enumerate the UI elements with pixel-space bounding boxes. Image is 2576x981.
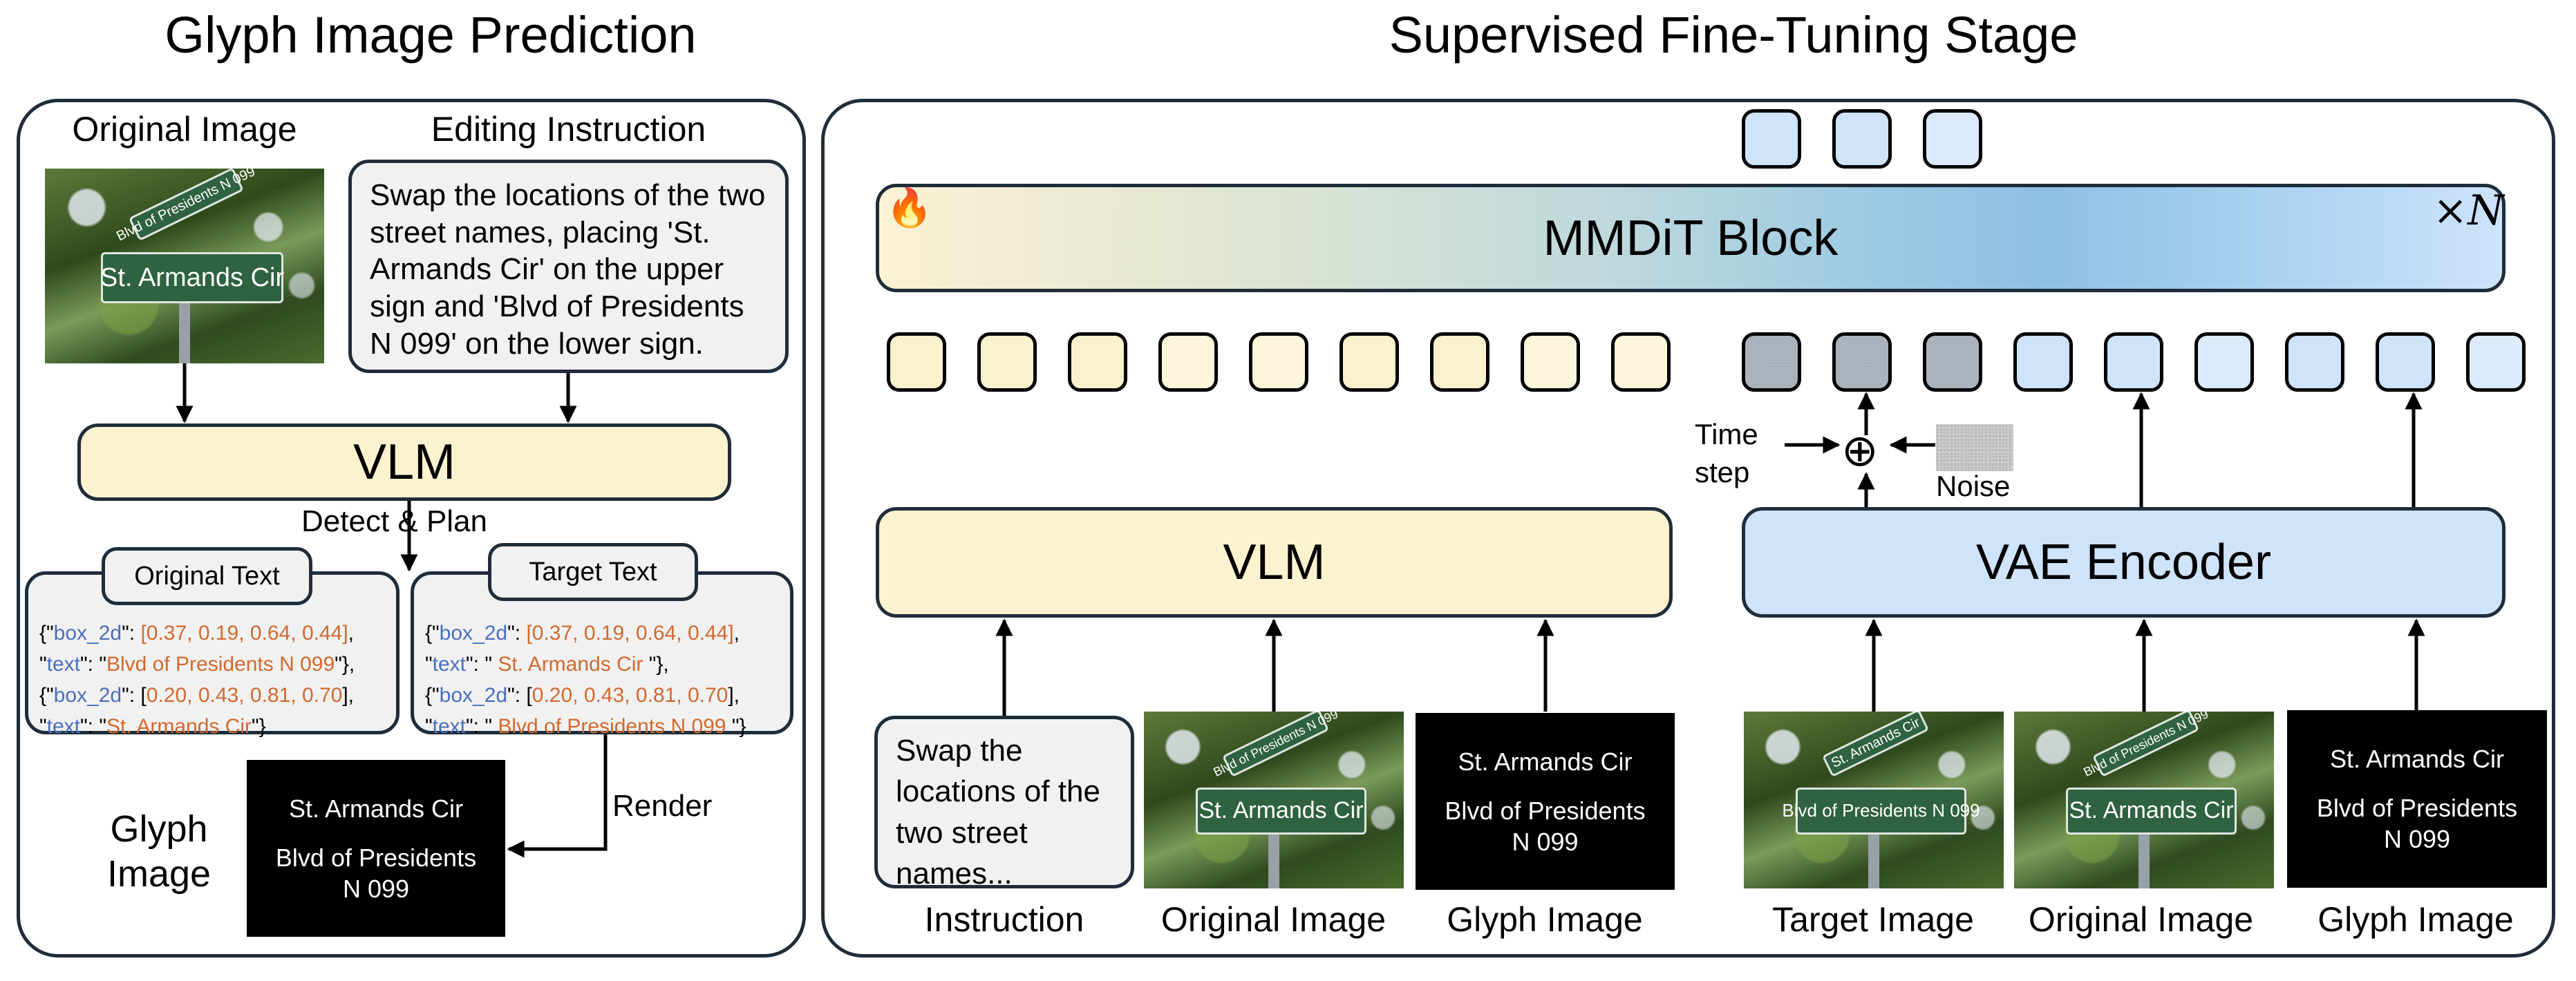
main-sign: St. Armands Cir: [2066, 788, 2237, 835]
json-line: "text": " Blvd of Presidents N 099 "}: [425, 715, 746, 738]
noise-label: Noise: [1936, 470, 2011, 502]
bottom-label-glyph-image-2: Glyph Image: [2318, 900, 2514, 939]
glyph-line: N 099: [1512, 827, 1579, 856]
glyph-line: St. Armands Cir: [2329, 745, 2505, 773]
json-value: 0.20, 0.43, 0.81, 0.70: [146, 684, 343, 707]
glyph-line: Blvd of Presidents: [2316, 794, 2518, 822]
json-value: 0.20, 0.43, 0.81, 0.70: [532, 684, 728, 707]
json-key: text: [432, 653, 467, 676]
target-text-json: {"box_2d": [0.37, 0.19, 0.64, 0.44], "te…: [420, 618, 752, 742]
glyph-line: N 099: [2383, 825, 2451, 853]
fire-icon: 🔥: [886, 187, 933, 229]
original-image-photo-right: Blvd of Presidents N 099 St. Armands Cir: [1144, 712, 1404, 888]
target-image-photo: St. Armands Cir Blvd of Presidents N 099: [1744, 712, 2004, 888]
original-text-json: {"box_2d": [0.37, 0.19, 0.64, 0.44], "te…: [34, 618, 360, 742]
json-key: text: [46, 715, 81, 738]
json-key: box_2d: [53, 622, 122, 645]
condition-latent-token: [2013, 332, 2073, 392]
output-token: [1923, 109, 1982, 169]
vlm-token: [977, 332, 1037, 392]
json-key: text: [46, 653, 81, 676]
json-line: {"box_2d": [0.37, 0.19, 0.64, 0.44],: [39, 622, 355, 645]
json-line: {"box_2d": [0.37, 0.19, 0.64, 0.44],: [425, 622, 740, 645]
bottom-label-original-image: Original Image: [1160, 900, 1386, 939]
json-key: box_2d: [439, 622, 508, 645]
bottom-label-instruction: Instruction: [924, 900, 1084, 939]
condition-latent-token: [2466, 332, 2526, 392]
condition-latent-token: [2194, 332, 2254, 392]
target-text-tab: Target Text: [488, 543, 698, 601]
condition-latent-token: [2104, 332, 2163, 392]
json-value: St. Armands Cir: [491, 653, 649, 676]
vlm-token: [1339, 332, 1399, 392]
json-value: Blvd of Presidents N 099: [106, 653, 335, 676]
condition-latent-token: [2285, 332, 2344, 392]
noisy-latent-token: [1832, 332, 1892, 392]
json-line: {"box_2d": [0.20, 0.43, 0.81, 0.70],: [425, 684, 740, 707]
mmdit-label: MMDiT Block: [1543, 210, 1839, 266]
json-key: box_2d: [53, 684, 122, 707]
json-value: [0.37, 0.19, 0.64, 0.44]: [526, 622, 734, 645]
json-line: "text": "St. Armands Cir"}: [39, 715, 266, 738]
vlm-block-left: VLM: [77, 423, 731, 501]
glyph-line: Blvd of Presidents: [275, 843, 477, 872]
vlm-token: [1521, 332, 1580, 392]
glyph-image-right-2: St. Armands Cir Blvd of Presidents N 099: [2287, 710, 2547, 888]
json-key: text: [432, 715, 467, 738]
right-panel-title: Supervised Fine-Tuning Stage: [1389, 6, 2078, 64]
original-image-photo: Blvd of Presidents N 099 St. Armands Cir: [45, 169, 324, 363]
time-step-line: step: [1695, 455, 1750, 488]
main-sign: St. Armands Cir: [100, 252, 284, 303]
glyph-image-right-1: St. Armands Cir Blvd of Presidents N 099: [1416, 713, 1675, 890]
output-token: [1742, 109, 1801, 169]
detect-plan-label: Detect & Plan: [301, 504, 488, 538]
glyph-line: N 099: [342, 874, 410, 903]
noisy-latent-token: [1742, 332, 1801, 392]
add-operator-icon: ⊕: [1841, 426, 1879, 475]
vlm-token: [1068, 332, 1127, 392]
original-image-label: Original Image: [72, 110, 297, 149]
vlm-token: [1158, 332, 1218, 392]
instruction-box-short: Swap the locations of the two street nam…: [874, 716, 1134, 890]
glyph-label-line: Image: [106, 853, 211, 895]
bottom-label-target-image: Target Image: [1772, 900, 1974, 939]
json-line: "text": " St. Armands Cir "},: [425, 653, 669, 676]
glyph-label-line: Glyph: [110, 808, 208, 850]
original-image-photo-right-2: Blvd of Presidents N 099 St. Armands Cir: [2014, 712, 2274, 888]
repeat-n-label: ×N: [2433, 187, 2504, 235]
vlm-token: [1611, 332, 1671, 392]
json-line: "text": "Blvd of Presidents N 099"},: [39, 653, 355, 676]
json-value: [0.37, 0.19, 0.64, 0.44]: [140, 622, 348, 645]
json-key: box_2d: [439, 684, 508, 707]
left-panel-title: Glyph Image Prediction: [164, 6, 697, 64]
render-label: Render: [612, 789, 713, 823]
json-value: St. Armands Cir: [106, 715, 252, 738]
glyph-image-left: St. Armands Cir Blvd of Presidents N 099: [247, 760, 505, 937]
vlm-token: [887, 332, 946, 392]
bottom-label-original-image-2: Original Image: [2028, 900, 2254, 939]
glyph-line: Blvd of Presidents: [1445, 796, 1646, 825]
glyph-line: St. Armands Cir: [288, 794, 464, 823]
noisy-latent-token: [1923, 332, 1982, 392]
json-line: {"box_2d": [0.20, 0.43, 0.81, 0.70],: [39, 684, 355, 707]
editing-instruction-label: Editing Instruction: [431, 110, 706, 149]
glyph-line: St. Armands Cir: [1458, 747, 1633, 776]
original-text-tab: Original Text: [102, 547, 312, 605]
vlm-token: [1430, 332, 1489, 392]
vlm-block-right: VLM: [876, 507, 1673, 618]
time-step-label: Time step: [1695, 416, 1758, 491]
output-token: [1832, 109, 1892, 169]
time-step-line: Time: [1695, 418, 1758, 450]
main-sign: St. Armands Cir: [1196, 788, 1366, 835]
main-sign: Blvd of Presidents N 099: [1782, 788, 1980, 835]
json-value: Blvd of Presidents N 099: [491, 715, 732, 738]
bottom-label-glyph-image: Glyph Image: [1447, 900, 1643, 939]
mmdit-block: MMDiT Block: [876, 184, 2506, 292]
vlm-token: [1249, 332, 1308, 392]
condition-latent-token: [2376, 332, 2435, 392]
noise-image: [1936, 424, 2013, 471]
glyph-image-label: Glyph Image: [90, 807, 228, 897]
vae-encoder-block: VAE Encoder: [1742, 507, 2506, 618]
editing-instruction-box: Swap the locations of the two street nam…: [348, 160, 789, 373]
